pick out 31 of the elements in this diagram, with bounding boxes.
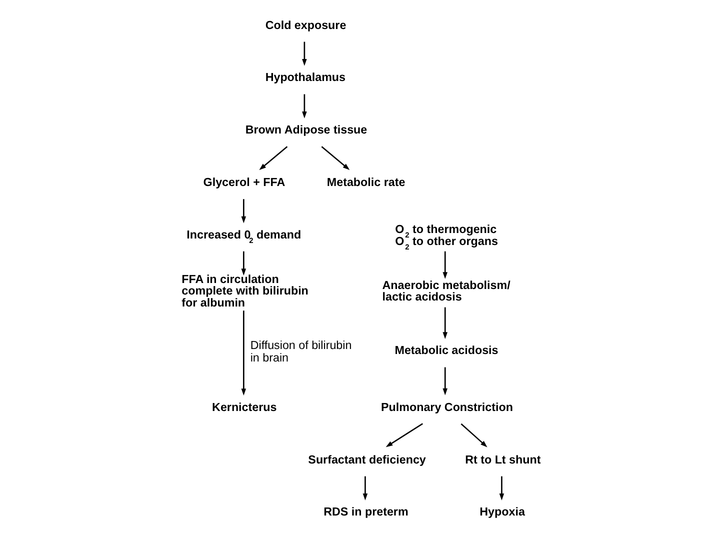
node-text: O$_{2}$ to thermogenic O$_{2}$ to other organs (395, 223, 498, 252)
edge-label: Diffusion of bilirubin in brain (250, 338, 352, 364)
arrow (241, 251, 246, 276)
arrow (442, 307, 448, 339)
arrow (302, 94, 307, 118)
arrow (460, 423, 488, 448)
node-text: Cold exposure (265, 18, 346, 32)
arrow (362, 476, 368, 500)
node-text: Anaerobic metabolism/ lactic acidosis (382, 278, 510, 304)
arrow (499, 476, 504, 500)
node-text: Kernicterus (212, 400, 277, 414)
node-text: Surfactant deficiency (308, 453, 426, 466)
node-text: Hypothalamus (265, 71, 346, 84)
node-text: RDS in preterm (324, 506, 408, 519)
node-text: Hypoxia (480, 506, 525, 519)
node-text: Brown Adipose tissue (245, 124, 368, 137)
node-text: Glycerol + FFA (203, 176, 286, 190)
arrow (321, 146, 350, 170)
node-text: Rt to Lt shunt (465, 453, 541, 466)
node-text: Metabolic rate (326, 176, 406, 190)
arrow (442, 367, 448, 396)
arrow (386, 423, 423, 448)
node-text: Increased 0$_{2}$ demand (186, 228, 302, 246)
node-text: Metabolic acidosis (394, 344, 498, 358)
arrow (302, 42, 307, 66)
node-text: FFA in circulation complete with bilirubin for albumin (182, 273, 308, 310)
arrow (241, 199, 246, 224)
arrow (442, 251, 448, 279)
arrow (241, 310, 246, 396)
arrow (259, 146, 288, 170)
node-text: Pulmonary Constriction (381, 400, 513, 414)
